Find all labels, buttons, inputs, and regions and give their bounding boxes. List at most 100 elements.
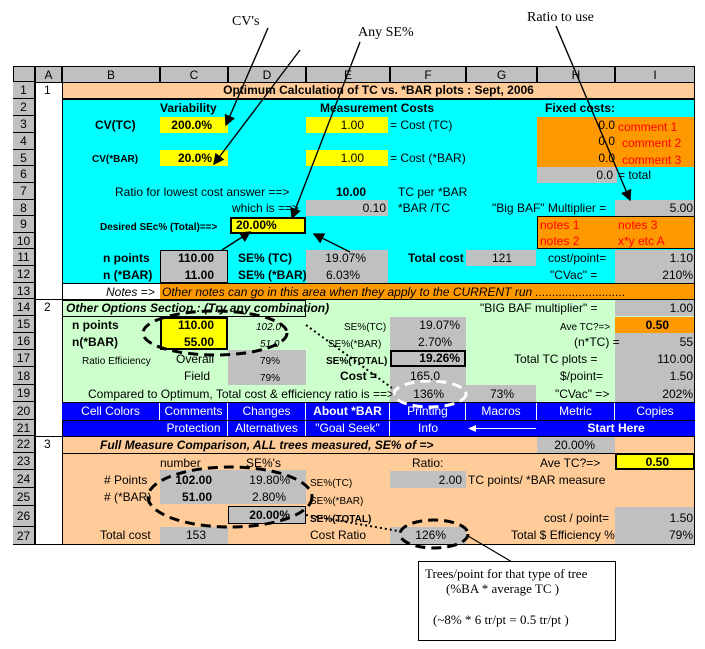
sec2-ntc-value: 55: [679, 335, 693, 349]
row-header[interactable]: 14: [13, 299, 35, 316]
alternatives-button[interactable]: Alternatives: [228, 421, 306, 436]
about-bar-button[interactable]: About *BAR: [306, 403, 390, 420]
cv-bar-input[interactable]: 20.0%: [177, 151, 212, 165]
cost-bar-input[interactable]: 1.00: [340, 151, 364, 165]
cost-tc-input[interactable]: 1.00: [340, 118, 364, 132]
sec2-ave-tc-label: Ave TC?=>: [560, 322, 611, 333]
total-cost-value: 121: [491, 251, 512, 265]
big-baf-value[interactable]: 5.00: [669, 201, 693, 215]
fixed-cost-2[interactable]: 0.0: [598, 134, 615, 148]
sec1-title: Optimum Calculation of TC vs. *BAR plots…: [223, 83, 534, 97]
row-header[interactable]: 7: [13, 183, 35, 200]
desired-se-input[interactable]: 20.00%: [236, 218, 277, 232]
row-header[interactable]: 2: [13, 99, 35, 116]
col-header-i[interactable]: I: [615, 66, 695, 83]
sec2-se-tc-label: SE%(TC): [344, 322, 387, 333]
cvac-value: 210%: [662, 268, 693, 282]
row-header[interactable]: 5: [13, 150, 35, 166]
col-header-c[interactable]: C: [160, 66, 228, 83]
row-header[interactable]: 15: [13, 316, 35, 333]
row-header[interactable]: 4: [13, 133, 35, 150]
col-header-f[interactable]: F: [390, 66, 466, 83]
sec2-title: Other Options Section : (Try any combina…: [66, 301, 330, 315]
compared-label: Compared to Optimum, Total cost & effici…: [88, 387, 395, 401]
metric-button[interactable]: Metric: [537, 403, 615, 420]
goal-seek-button[interactable]: "Goal Seek": [306, 421, 390, 436]
callout-line-1: Trees/point for that type of tree: [425, 566, 588, 581]
row-header[interactable]: 21: [13, 420, 35, 436]
sec3-ave-tc-input[interactable]: 0.50: [645, 455, 669, 469]
row-header[interactable]: 19: [13, 385, 35, 402]
col-header-b[interactable]: B: [62, 66, 160, 83]
row-header[interactable]: 17: [13, 350, 35, 367]
row-header[interactable]: 13: [13, 283, 35, 299]
row-header[interactable]: 27: [13, 527, 35, 545]
row-header[interactable]: 25: [13, 488, 35, 506]
col-header-h[interactable]: H: [537, 66, 615, 83]
row-header[interactable]: 22: [13, 436, 35, 453]
row-header[interactable]: 23: [13, 453, 35, 470]
total-cost-label: Total cost: [408, 251, 464, 265]
row-header[interactable]: 9: [13, 216, 35, 233]
notes-text[interactable]: Other notes can go in this area when the…: [162, 285, 626, 299]
orange-cell: [615, 317, 695, 333]
total-tc-plots-value: 110.00: [657, 352, 693, 366]
gray-cell: [537, 437, 615, 453]
row-header[interactable]: 16: [13, 333, 35, 350]
col-header-a[interactable]: A: [35, 66, 62, 83]
arrow-left-icon: [468, 425, 536, 432]
row-header[interactable]: 6: [13, 166, 35, 183]
row-header[interactable]: 20: [13, 402, 35, 420]
col-header-e[interactable]: E: [306, 66, 390, 83]
fixed-cost-1[interactable]: 0.0: [598, 118, 615, 132]
sec3-total-cost-value: 153: [185, 528, 206, 542]
row-header[interactable]: 12: [13, 266, 35, 283]
row-header[interactable]: 24: [13, 470, 35, 488]
sec3-cost-ratio-label: Cost Ratio: [310, 528, 367, 542]
copies-button[interactable]: Copies: [615, 403, 695, 420]
gray-cell: [615, 507, 695, 544]
gray-cell: [615, 200, 695, 216]
section-number: 1: [44, 83, 51, 97]
per-point-value[interactable]: 1.50: [669, 369, 693, 383]
cell-colors-button[interactable]: Cell Colors: [62, 403, 160, 420]
info-button[interactable]: Info: [390, 421, 466, 436]
sec2-n-bar-input[interactable]: 55.00: [183, 335, 214, 349]
gray-cell: [615, 300, 695, 316]
sec3-total-cost-label: Total cost: [100, 528, 151, 542]
printing-button[interactable]: Printing: [390, 403, 466, 420]
n-bar-label: n (*BAR): [103, 268, 153, 282]
row-header[interactable]: 11: [13, 249, 35, 266]
row-header[interactable]: 26: [13, 506, 35, 527]
sec3-title: Full Measure Comparison, ALL trees measu…: [100, 438, 434, 452]
row-header[interactable]: 3: [13, 116, 35, 133]
sec2-n-points-input[interactable]: 110.00: [177, 318, 214, 332]
n-points-value: 110.00: [177, 251, 214, 265]
sec2-big-baf-value[interactable]: 1.00: [669, 301, 693, 315]
row-header[interactable]: 8: [13, 200, 35, 216]
macros-button[interactable]: Macros: [466, 403, 537, 420]
row-header[interactable]: 10: [13, 233, 35, 249]
se-bar-value: 6.03%: [325, 268, 360, 282]
fixed-cost-3[interactable]: 0.0: [598, 151, 615, 165]
sec2-big-baf-label: "BIG BAF multiplier" =: [480, 301, 598, 315]
se-header: SE%'s: [246, 456, 281, 470]
notes-block: [537, 216, 695, 249]
sec2-ave-tc-input[interactable]: 0.50: [645, 318, 669, 332]
row-header[interactable]: 1: [13, 82, 35, 99]
annotation-cvs: CV's: [232, 14, 260, 29]
start-here-button[interactable]: Start Here: [537, 421, 695, 436]
sec2-cost-value: 165.0: [409, 369, 440, 383]
which-is-value: 0.10: [362, 201, 386, 215]
col-header-g[interactable]: G: [466, 66, 537, 83]
cv-tc-input[interactable]: 200.0%: [171, 118, 212, 132]
changes-button[interactable]: Changes: [228, 403, 306, 420]
row-header[interactable]: 18: [13, 367, 35, 385]
comments-button[interactable]: Comments: [160, 403, 228, 420]
sec3-ratio-unit: TC points/ *BAR measure: [468, 473, 606, 487]
compared-g-value: 73%: [489, 387, 514, 401]
protection-button[interactable]: Protection: [160, 421, 228, 436]
col-header-d[interactable]: D: [228, 66, 306, 83]
ratio-value: 10.00: [335, 185, 366, 199]
gray-cell: [160, 250, 228, 283]
